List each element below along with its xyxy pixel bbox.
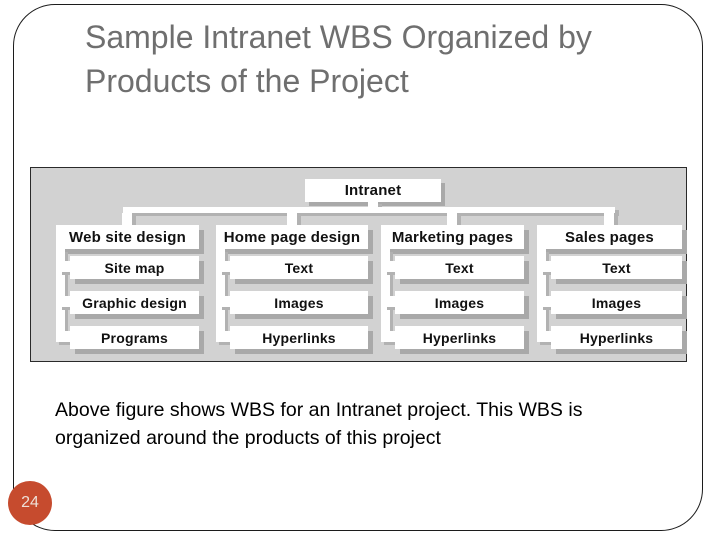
item-connector-stub	[384, 331, 397, 342]
wbs-root-box: Intranet	[305, 179, 441, 202]
wbs-column-marketing-pages: Marketing pages Text Images Hyperlinks	[381, 225, 524, 349]
item-connector-stub	[59, 331, 72, 342]
diagram-panel: Intranet Web site design Site map Graphi…	[30, 167, 687, 362]
column-connector-track	[56, 249, 65, 342]
wbs-item-box: Hyperlinks	[551, 326, 682, 349]
wbs-header-box: Sales pages	[537, 225, 682, 249]
wbs-item-box: Site map	[70, 256, 199, 279]
caption: Above figure shows WBS for an Intranet p…	[55, 399, 583, 450]
wbs-item-box: Text	[230, 256, 368, 279]
wbs-column-website-design: Web site design Site map Graphic design …	[56, 225, 199, 349]
item-connector-stub	[384, 261, 397, 272]
page-title: Sample Intranet WBS Organized by Product…	[85, 19, 592, 99]
item-connector-stub	[219, 296, 232, 307]
column-connector-track	[381, 249, 390, 342]
wbs-item-box: Programs	[70, 326, 199, 349]
item-connector-stub	[219, 331, 232, 342]
wbs-item-box: Images	[551, 291, 682, 314]
column-connector-track	[537, 249, 546, 342]
item-connector-stub	[59, 261, 72, 272]
wbs-item-box: Text	[551, 256, 682, 279]
connector-root-stub	[368, 201, 378, 209]
wbs-header-box: Web site design	[56, 225, 199, 249]
wbs-column-sales-pages: Sales pages Text Images Hyperlinks	[537, 225, 682, 349]
connector-stub-col3	[447, 213, 457, 226]
wbs-header-box: Marketing pages	[381, 225, 524, 249]
wbs-item-box: Images	[230, 291, 368, 314]
wbs-item-box: Hyperlinks	[230, 326, 368, 349]
slide-border	[13, 4, 703, 531]
wbs-item-box: Hyperlinks	[395, 326, 524, 349]
item-connector-stub	[59, 296, 72, 307]
item-connector-stub	[384, 296, 397, 307]
wbs-header-box: Home page design	[216, 225, 368, 249]
wbs-item-box: Text	[395, 256, 524, 279]
wbs-column-home-page-design: Home page design Text Images Hyperlinks	[216, 225, 368, 349]
page-number-badge: 24	[8, 481, 52, 525]
item-connector-stub	[540, 296, 553, 307]
connector-rail	[123, 207, 615, 213]
item-connector-stub	[540, 331, 553, 342]
wbs-item-box: Images	[395, 291, 524, 314]
connector-stub-col1	[122, 213, 132, 226]
wbs-item-box: Graphic design	[70, 291, 199, 314]
column-connector-track	[216, 249, 225, 342]
connector-stub-col4	[604, 213, 614, 226]
connector-stub-col2	[287, 213, 297, 226]
item-connector-stub	[219, 261, 232, 272]
item-connector-stub	[540, 261, 553, 272]
